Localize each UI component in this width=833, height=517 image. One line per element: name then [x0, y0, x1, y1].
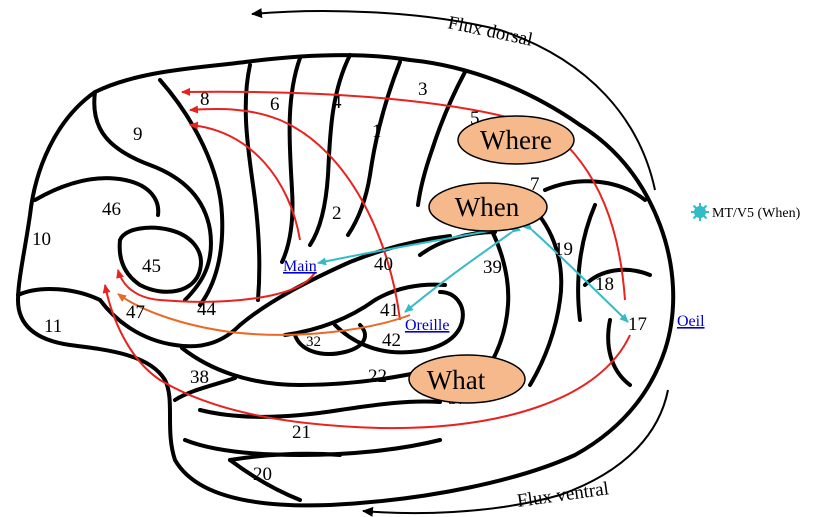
when-to-oeil [523, 221, 629, 323]
where-label: Where [480, 125, 552, 155]
oreille-link[interactable]: Oreille [405, 317, 449, 334]
main-path-to-45 [116, 269, 316, 303]
legend-label: MT/V5 (When) [712, 206, 801, 221]
area-47: 47 [126, 302, 145, 323]
ventral-path-to-46 [102, 284, 631, 430]
where-oval: Where [457, 115, 575, 165]
area-45: 45 [142, 256, 161, 277]
area-40: 40 [374, 254, 393, 275]
area-3: 3 [418, 79, 428, 100]
area-39: 39 [483, 257, 502, 278]
main-link[interactable]: Main [283, 258, 317, 275]
flux-ventral-arrow [362, 389, 669, 517]
area-10: 10 [32, 229, 51, 250]
area-11: 11 [44, 316, 62, 337]
flux-dorsal-label: Flux dorsal [446, 12, 535, 50]
area-18: 18 [595, 274, 614, 295]
when-label: When [455, 192, 520, 222]
legend: MT/V5 (When) [691, 203, 801, 221]
brodmann-areas: 1 2 3 4 5 6 7 8 9 10 11 17 18 19 20 21 2… [32, 79, 647, 485]
main-path-to-9 [189, 121, 301, 241]
area-19: 19 [554, 239, 573, 260]
area-7: 7 [530, 174, 540, 195]
area-44: 44 [197, 299, 217, 320]
area-42: 42 [382, 330, 401, 351]
cyan-pathways [317, 221, 629, 323]
area-32: 32 [306, 334, 321, 350]
flux-ventral-label: Flux ventral [516, 478, 610, 512]
flux-dorsal-arrow [251, 8, 656, 191]
oreille-path-to-47 [117, 293, 411, 336]
area-9: 9 [133, 124, 143, 145]
area-17: 17 [628, 314, 647, 335]
area-38: 38 [190, 367, 209, 388]
what-label: What [427, 365, 486, 395]
what-oval: What [408, 354, 526, 404]
oeil-link[interactable]: Oeil [677, 313, 705, 330]
area-6: 6 [270, 94, 280, 115]
area-20: 20 [253, 464, 272, 485]
area-21: 21 [292, 422, 311, 443]
when-to-oreille [404, 224, 521, 313]
area-2: 2 [332, 203, 342, 224]
area-41: 41 [380, 300, 399, 321]
area-4: 4 [332, 92, 342, 113]
area-22: 22 [368, 366, 387, 387]
area-1: 1 [372, 121, 382, 142]
area-46: 46 [102, 199, 121, 220]
area-5: 5 [470, 108, 480, 129]
starburst-icon [691, 203, 709, 221]
when-oval: When [428, 182, 548, 232]
area-8: 8 [200, 89, 210, 110]
brain-outline [16, 53, 676, 508]
